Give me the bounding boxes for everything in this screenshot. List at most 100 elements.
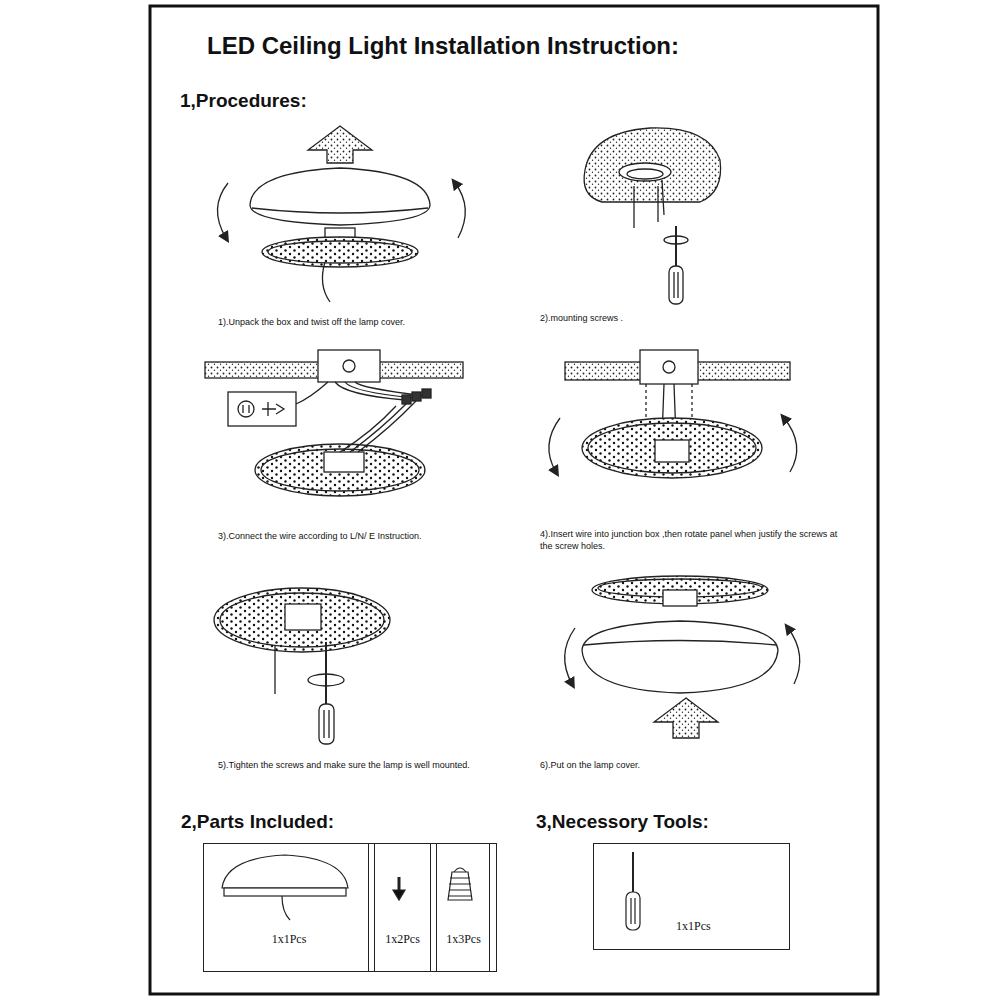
step-2-figure-part bbox=[662, 180, 664, 215]
step-3-figure-part bbox=[296, 382, 328, 404]
step-1-figure-part bbox=[308, 126, 372, 163]
step-6-figure-part bbox=[663, 590, 697, 606]
step-5-figure-part bbox=[325, 642, 327, 704]
step-2-figure-part bbox=[633, 186, 634, 228]
step-2-figure-part bbox=[673, 272, 674, 298]
step-6-figure-part bbox=[565, 628, 575, 684]
step-1-figure-part bbox=[268, 241, 412, 263]
step-3-figure-part bbox=[350, 404, 406, 452]
tool-quantity: 1x1Pcs bbox=[676, 919, 711, 934]
step-5-figure-part bbox=[308, 674, 344, 686]
step-3-figure-part bbox=[324, 452, 364, 472]
parts-figures-part bbox=[282, 896, 290, 920]
step-4-figure bbox=[549, 350, 797, 478]
page-frame bbox=[150, 6, 878, 994]
step-1-figure bbox=[217, 126, 465, 302]
step-1-figure-part bbox=[252, 208, 428, 213]
part-cell: 1x2Pcs bbox=[368, 843, 437, 972]
step-6-figure-part bbox=[654, 698, 718, 738]
step-1-figure-part bbox=[322, 262, 330, 302]
step-3-figure-part bbox=[248, 405, 249, 413]
parts-figures-part bbox=[393, 890, 405, 900]
step-2-figure-part bbox=[627, 169, 663, 179]
step-1-figure-part bbox=[455, 183, 465, 238]
step-4-figure-part bbox=[588, 423, 756, 473]
parts-figures bbox=[222, 855, 472, 920]
section-heading: 1,Procedures: bbox=[180, 90, 307, 112]
step-1-figure-part bbox=[217, 183, 228, 238]
step-5-figure bbox=[214, 588, 390, 744]
step-2-figure-part bbox=[657, 186, 658, 222]
step-5-figure-part bbox=[274, 646, 275, 694]
step-2-figure-part bbox=[669, 266, 683, 304]
tools-box: 3,Necessory Tools:1x1Pcs bbox=[593, 843, 790, 950]
step-6-figure-part bbox=[584, 641, 776, 646]
parts-figures-part bbox=[448, 872, 472, 900]
step-2-figure-part bbox=[675, 226, 677, 266]
step-6-figure bbox=[565, 576, 800, 738]
step-2-figure-part bbox=[619, 163, 671, 181]
step-5-figure-part bbox=[319, 704, 334, 744]
step-3-figure-part bbox=[343, 360, 355, 372]
step-5-figure-part bbox=[328, 710, 329, 738]
parts-figures-part bbox=[224, 888, 346, 896]
part-quantity: 1x2Pcs bbox=[369, 932, 436, 947]
step-3-figure-part bbox=[261, 449, 419, 491]
part-quantity: 1x3Pcs bbox=[431, 932, 496, 947]
sheet-title: LED Ceiling Light Installation Instructi… bbox=[207, 32, 679, 60]
step-4-figure-part bbox=[784, 418, 797, 472]
section-heading: 3,Necessory Tools: bbox=[536, 811, 709, 833]
step-3-figure-part bbox=[242, 405, 243, 413]
parts-figures-part bbox=[448, 878, 472, 896]
step-6-figure-part bbox=[788, 628, 800, 684]
step-caption: 6).Put on the lamp cover. bbox=[540, 759, 640, 771]
step-1-figure-part bbox=[250, 168, 430, 225]
step-3-figure-part bbox=[402, 395, 411, 404]
tool-figure-part bbox=[630, 898, 631, 924]
part-cell: 1x3Pcs bbox=[430, 843, 497, 972]
step-5-figure-part bbox=[214, 588, 390, 652]
step-5-figure-part bbox=[285, 604, 321, 630]
step-caption: 3).Connect the wire according to L/N/ E … bbox=[218, 530, 422, 542]
tool-figure bbox=[626, 852, 640, 930]
parts-figures-part bbox=[454, 868, 466, 872]
step-2-figure bbox=[584, 128, 720, 304]
step-2-figure-part bbox=[584, 128, 720, 202]
step-4-figure-part bbox=[640, 350, 698, 384]
step-caption: 5).Tighten the screws and make sure the … bbox=[218, 759, 478, 771]
step-3-figure-part bbox=[412, 392, 421, 401]
parts-table: 1x1Pcs1x2Pcs1x3Pcs2,Parts Included: bbox=[203, 843, 490, 972]
step-caption: 4).Insert wire into junction box ,then r… bbox=[540, 528, 840, 552]
step-5-figure-part bbox=[220, 593, 384, 647]
tool-figure-part bbox=[634, 898, 635, 924]
step-4-figure-part bbox=[663, 361, 675, 373]
step-3-figure-part bbox=[358, 401, 416, 452]
step-3-figure-part bbox=[262, 402, 284, 416]
step-2-figure-part bbox=[664, 236, 688, 244]
step-6-figure-part bbox=[582, 621, 778, 693]
part-quantity: 1x1Pcs bbox=[204, 932, 374, 947]
step-5-figure-part bbox=[323, 710, 324, 738]
parts-figures-part bbox=[222, 855, 348, 888]
step-3-figure-part bbox=[318, 350, 380, 382]
step-1-figure-part bbox=[262, 237, 418, 267]
step-3-figure-part bbox=[422, 389, 431, 398]
step-caption: 2).mounting screws . bbox=[540, 312, 623, 324]
tool-figure-part bbox=[632, 852, 634, 892]
step-3-figure bbox=[205, 350, 463, 496]
step-3-figure-part bbox=[340, 406, 396, 452]
step-caption: 1).Unpack the box and twist off the lamp… bbox=[218, 316, 405, 328]
step-4-figure-part bbox=[655, 440, 689, 462]
step-3-figure-part bbox=[335, 382, 405, 400]
step-2-figure-part bbox=[677, 272, 678, 298]
tool-figure-part bbox=[626, 892, 640, 930]
part-cell: 1x1Pcs bbox=[203, 843, 375, 972]
section-heading: 2,Parts Included: bbox=[181, 811, 334, 833]
step-3-figure-part bbox=[238, 401, 254, 417]
step-4-figure-part bbox=[549, 418, 560, 472]
step-4-figure-part bbox=[582, 418, 762, 478]
step-3-figure-part bbox=[228, 392, 296, 426]
